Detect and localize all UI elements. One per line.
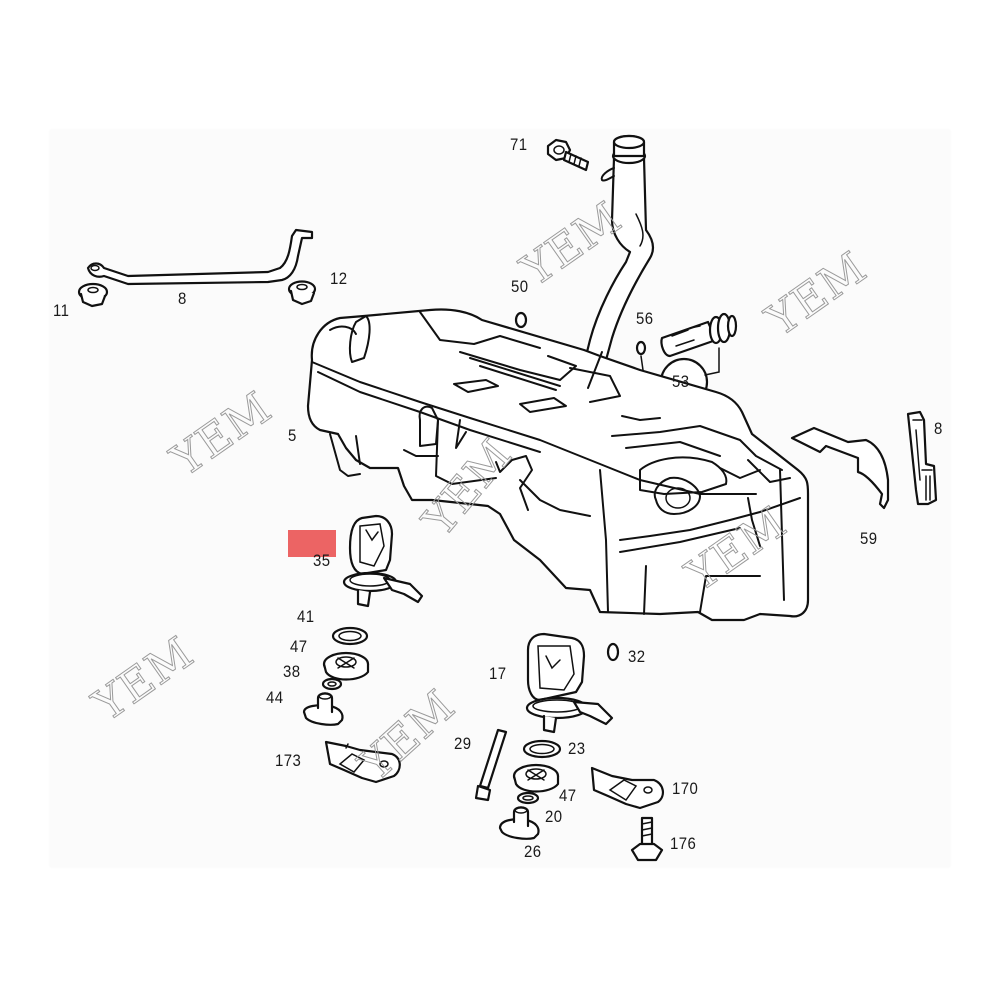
callout-50[interactable]: 50 xyxy=(511,277,529,296)
seal-56 xyxy=(635,340,647,356)
callout-35[interactable]: 35 xyxy=(313,551,331,570)
seal-32 xyxy=(606,642,620,662)
callout-12[interactable]: 12 xyxy=(330,269,348,288)
callout-23[interactable]: 23 xyxy=(568,739,586,758)
callout-53[interactable]: 53 xyxy=(672,372,690,391)
seal-23 xyxy=(522,739,562,759)
seal-50 xyxy=(514,311,528,329)
fuel-sender-17 xyxy=(525,632,614,734)
nut-11 xyxy=(77,282,109,308)
seal-38 xyxy=(321,677,343,691)
callout-38[interactable]: 38 xyxy=(283,662,301,681)
callout-173[interactable]: 173 xyxy=(275,751,302,770)
seal-20 xyxy=(516,791,540,805)
callout-44[interactable]: 44 xyxy=(266,688,284,707)
callout-20[interactable]: 20 xyxy=(545,807,563,826)
callout-59[interactable]: 59 xyxy=(860,529,878,548)
heat-shield-59 xyxy=(790,426,890,510)
bracket-173 xyxy=(324,740,401,784)
fuel-pump-35 xyxy=(342,514,424,608)
leader-filter-53 xyxy=(704,347,720,376)
cover-plug-26 xyxy=(498,806,540,840)
nut-12 xyxy=(287,280,317,306)
callout-47-right[interactable]: 47 xyxy=(559,786,577,805)
bolt-71 xyxy=(546,138,590,172)
fuel-tank xyxy=(306,308,810,622)
bolt-176 xyxy=(630,816,664,862)
callout-47-left[interactable]: 47 xyxy=(290,637,308,656)
bracket-170 xyxy=(590,766,664,810)
callout-41[interactable]: 41 xyxy=(297,607,315,626)
cover-plug-44 xyxy=(302,692,344,726)
callout-5[interactable]: 5 xyxy=(288,426,297,445)
filter-part xyxy=(660,312,738,358)
callout-32[interactable]: 32 xyxy=(628,647,646,666)
tension-strap-left xyxy=(86,228,314,286)
callout-170[interactable]: 170 xyxy=(672,779,699,798)
retaining-ring-47-left xyxy=(322,651,370,681)
callout-176[interactable]: 176 xyxy=(670,834,697,853)
callout-8-left[interactable]: 8 xyxy=(178,289,187,308)
stud-29 xyxy=(474,728,508,802)
tension-strap-right xyxy=(906,410,938,506)
callout-17[interactable]: 17 xyxy=(489,664,507,683)
callout-11[interactable]: 11 xyxy=(53,301,70,320)
highlight-marker-35 xyxy=(288,530,336,557)
callout-26[interactable]: 26 xyxy=(524,842,542,861)
filler-neck xyxy=(584,134,655,362)
callout-71[interactable]: 71 xyxy=(510,135,528,154)
callout-56[interactable]: 56 xyxy=(636,309,654,328)
retaining-ring-47-right xyxy=(512,763,560,793)
callout-8-right[interactable]: 8 xyxy=(934,419,943,438)
callout-29[interactable]: 29 xyxy=(454,734,472,753)
seal-41 xyxy=(331,626,369,646)
